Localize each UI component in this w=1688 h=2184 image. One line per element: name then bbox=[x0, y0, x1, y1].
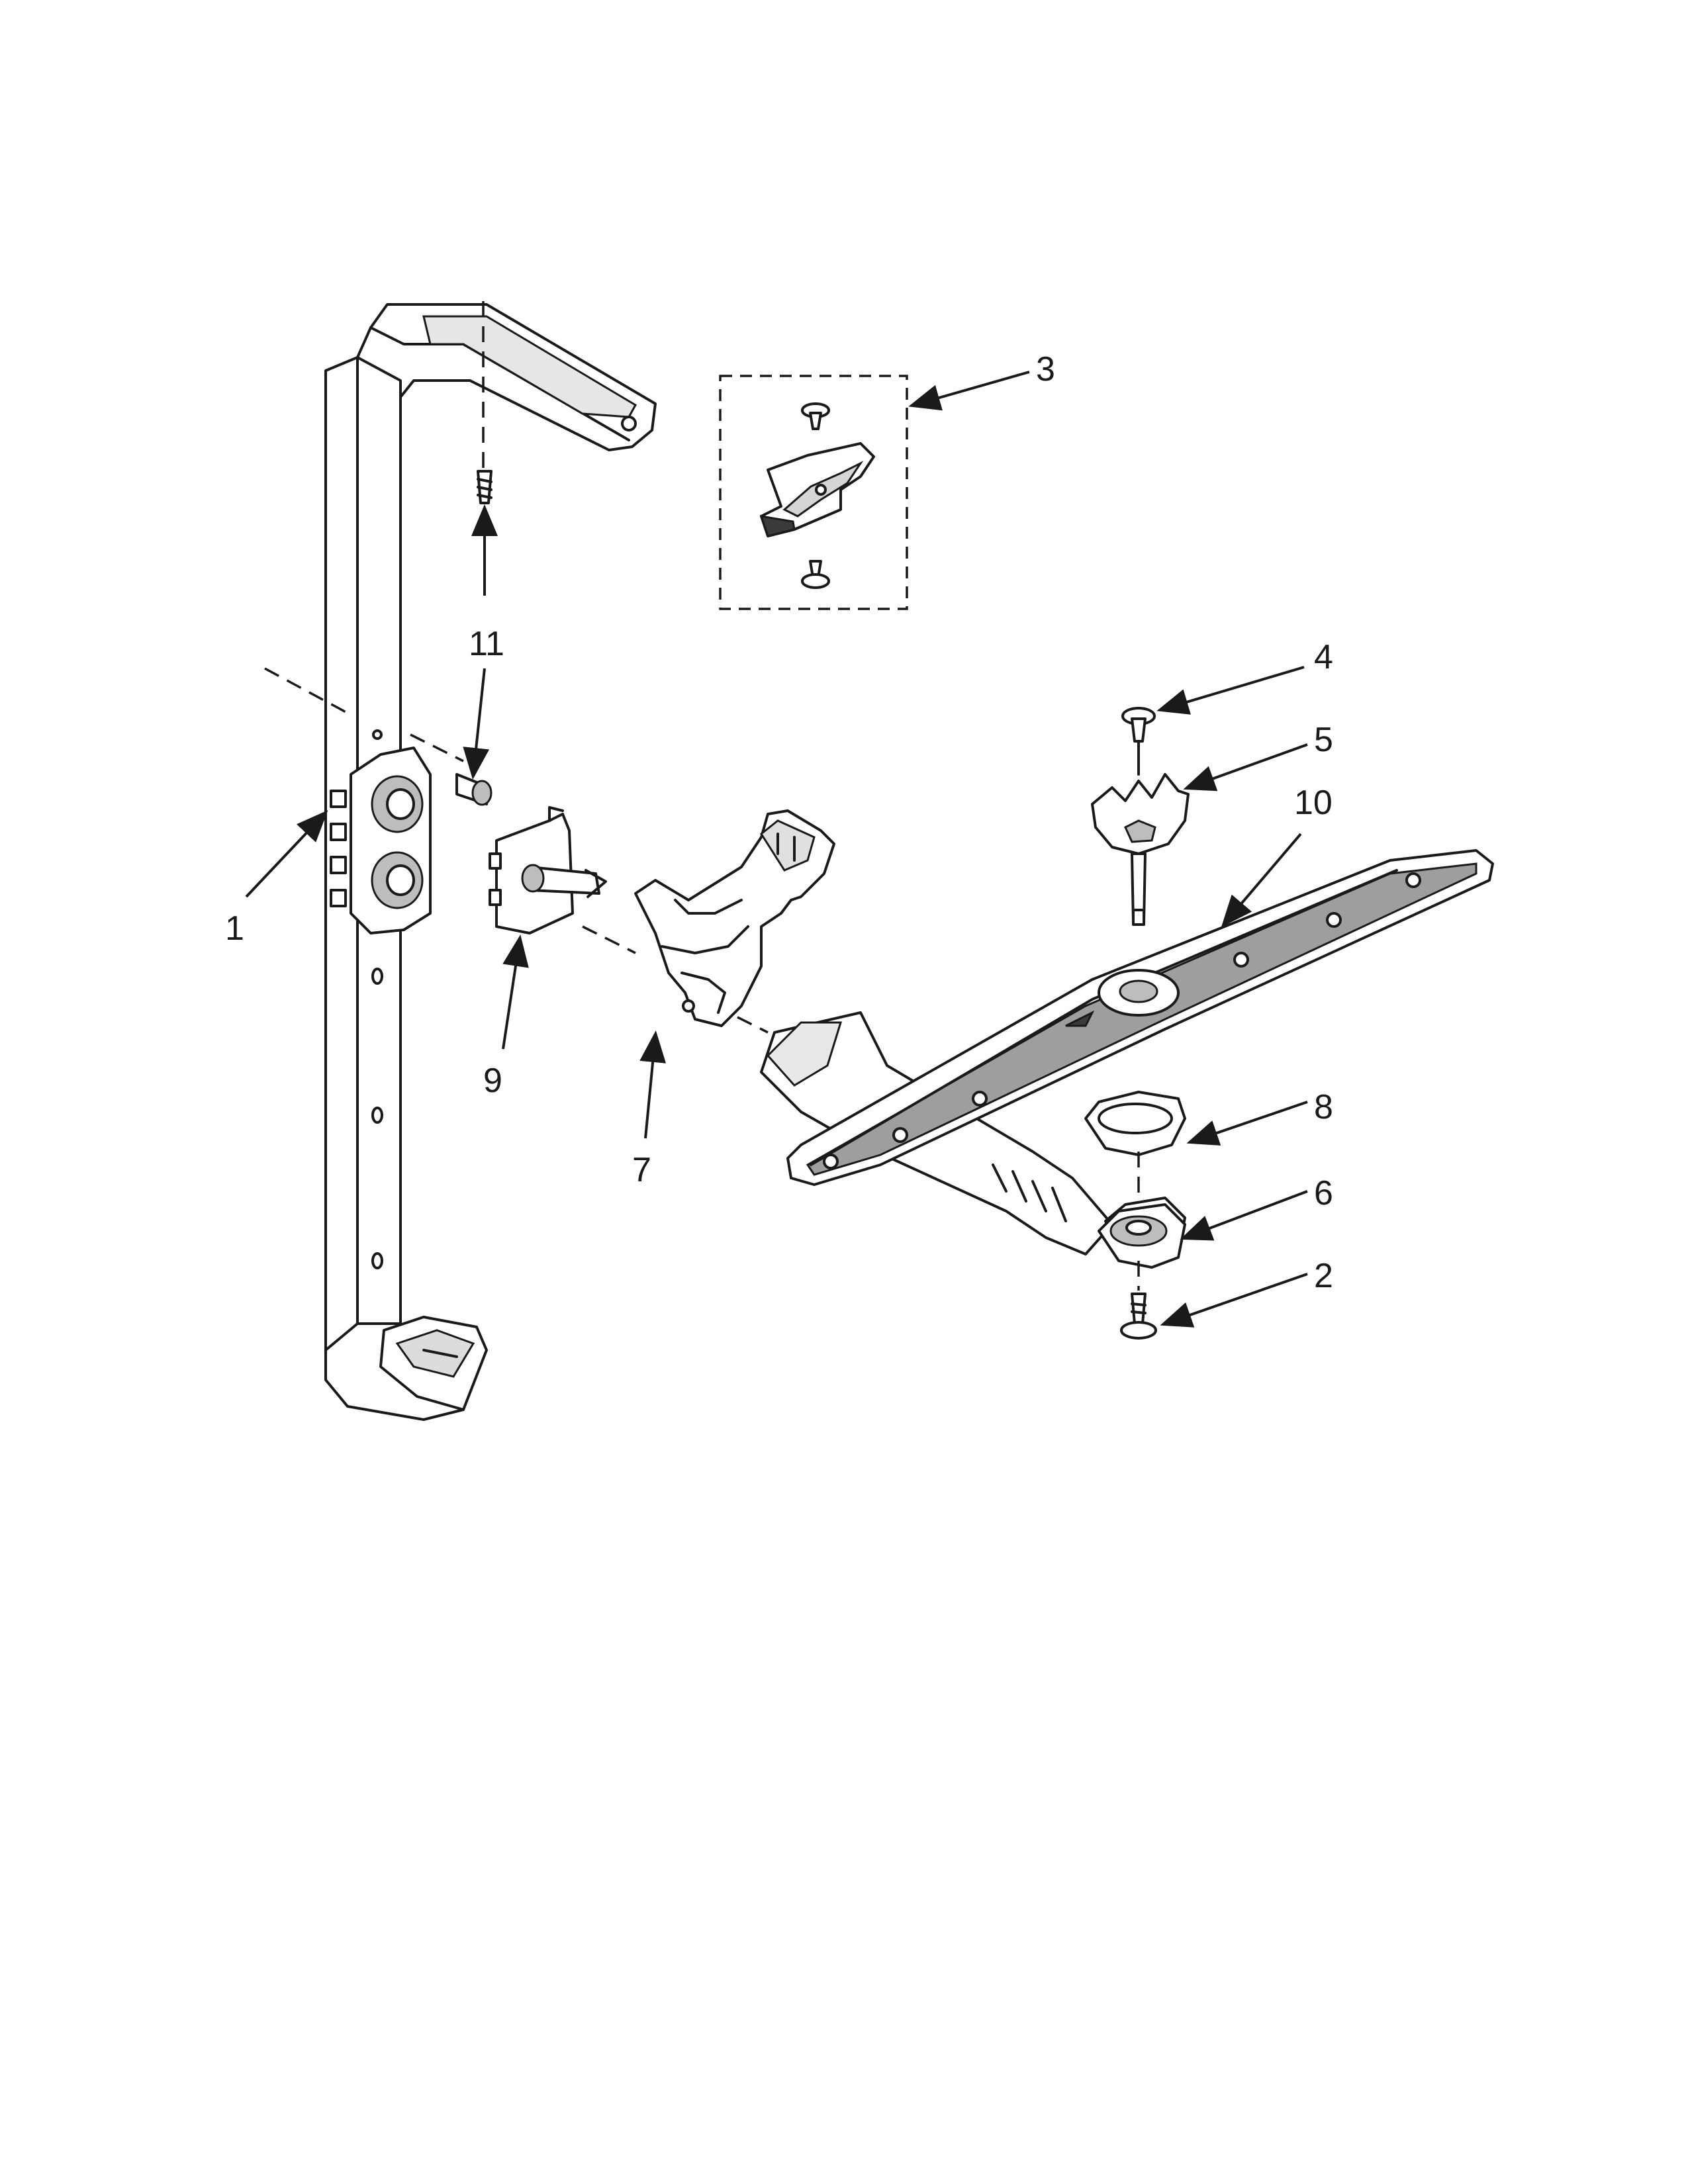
hub-part-5 bbox=[1091, 773, 1190, 926]
bracket-part-9 bbox=[489, 806, 607, 934]
leader-8 bbox=[1186, 1101, 1308, 1146]
spray-arm-part-10 bbox=[760, 849, 1494, 1259]
callout-6: 6 bbox=[1314, 1174, 1333, 1212]
callout-10: 10 bbox=[1294, 784, 1333, 822]
mount-bracket-part-7 bbox=[634, 809, 835, 1027]
axis-line bbox=[264, 667, 352, 716]
axis-line bbox=[582, 925, 636, 954]
leader-4 bbox=[1156, 666, 1305, 715]
screw-part-4 bbox=[1121, 707, 1156, 776]
callout-2: 2 bbox=[1314, 1257, 1333, 1295]
screw-part-11-top bbox=[477, 470, 492, 504]
leader-7 bbox=[639, 1030, 667, 1139]
callout-11: 11 bbox=[469, 625, 504, 663]
leader-11-down bbox=[463, 668, 490, 780]
leader-10 bbox=[1221, 833, 1302, 928]
callout-4: 4 bbox=[1314, 638, 1333, 676]
axis-line bbox=[410, 733, 464, 762]
leader-9 bbox=[502, 934, 529, 1050]
screw-part-11-bottom bbox=[455, 773, 492, 806]
supply-tube-part-1 bbox=[324, 303, 657, 1421]
leader-5 bbox=[1183, 743, 1308, 792]
screw-part-2 bbox=[1120, 1293, 1157, 1340]
callout-9: 9 bbox=[483, 1062, 502, 1100]
bearing-part-6 bbox=[1098, 1203, 1186, 1269]
leader-1 bbox=[245, 810, 328, 898]
callout-5: 5 bbox=[1314, 721, 1333, 759]
clip-kit-part-3 bbox=[719, 375, 908, 610]
seal-ring-part-8 bbox=[1084, 1091, 1186, 1156]
leader-3 bbox=[908, 371, 1030, 411]
callout-1: 1 bbox=[225, 909, 244, 948]
leader-6 bbox=[1180, 1190, 1308, 1241]
callout-3: 3 bbox=[1036, 350, 1055, 388]
callout-7: 7 bbox=[632, 1151, 651, 1189]
leader-2 bbox=[1160, 1273, 1308, 1328]
callout-8: 8 bbox=[1314, 1088, 1333, 1126]
